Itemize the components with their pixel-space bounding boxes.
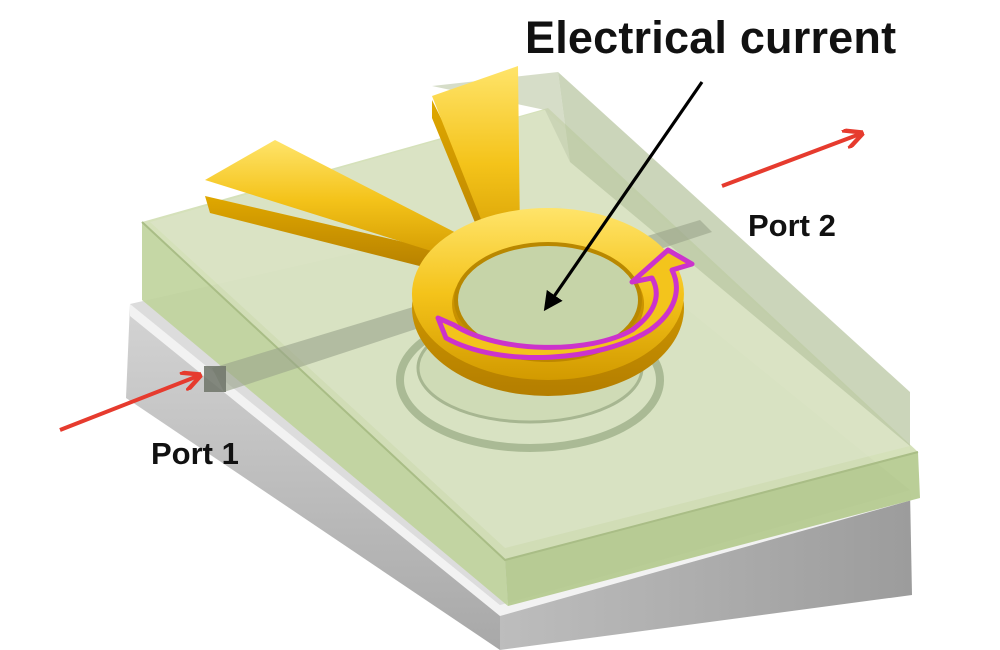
electrode-right-arm: [432, 66, 520, 262]
current-direction-arrow: [435, 247, 695, 360]
substrate-right-face: [500, 490, 912, 650]
dielectric-left-face: [142, 222, 508, 606]
port2-label: Port 2: [748, 208, 836, 243]
port1-label: Port 1: [151, 436, 239, 471]
current-pointer-arrow: [543, 81, 704, 312]
port1-arrow: [59, 376, 198, 432]
port1-aperture: [204, 366, 226, 392]
dielectric-right-face: [505, 452, 920, 606]
electrode-ring: [411, 208, 684, 380]
electrical-current-label: Electrical current: [525, 12, 897, 63]
electrode-left-arm-side: [205, 196, 460, 275]
upper-layer-back-face: [432, 72, 570, 162]
electrode-left-arm: [205, 140, 470, 260]
port2-arrow: [721, 134, 860, 188]
